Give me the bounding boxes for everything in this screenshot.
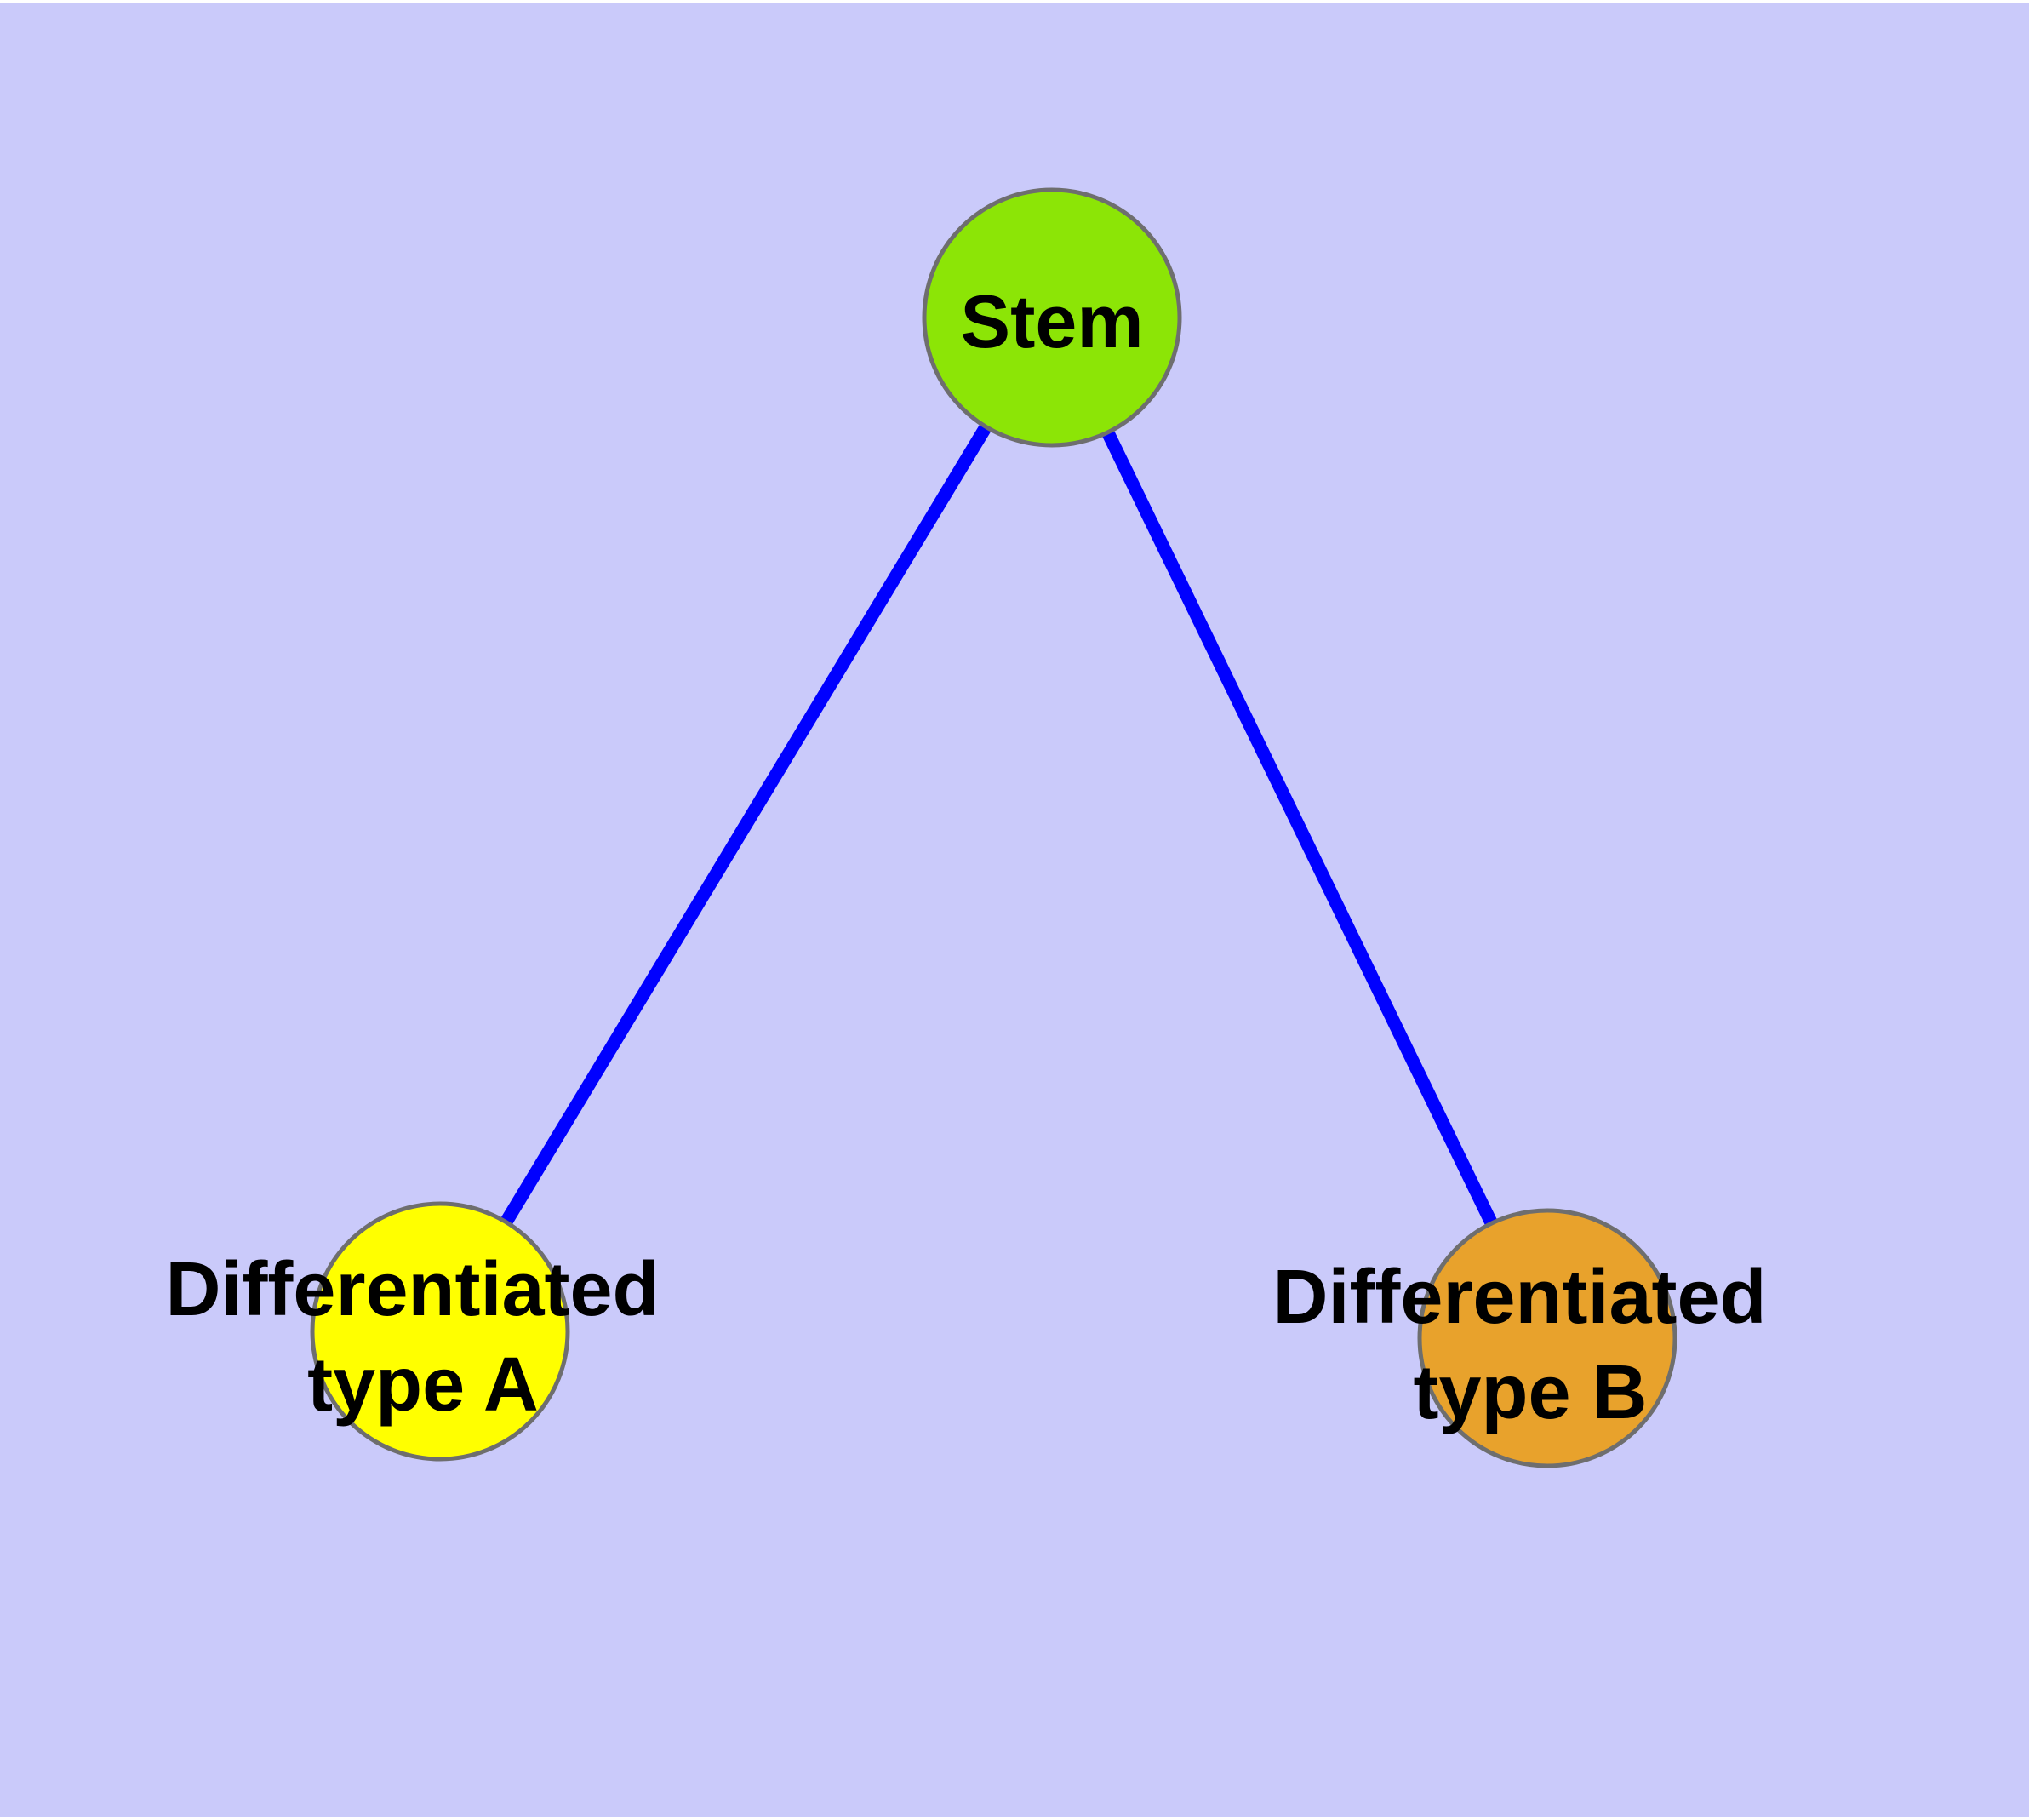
edge-stem-to-type-b <box>1046 314 1553 1342</box>
differentiated-type-a-label-line2: type A <box>307 1342 539 1428</box>
differentiated-type-b-node <box>1417 1208 1677 1468</box>
differentiated-type-b-label-line1: Differentiated <box>1272 1255 1766 1340</box>
differentiated-type-a-label-line1: Differentiated <box>165 1247 659 1332</box>
differentiated-type-a-node <box>310 1201 570 1462</box>
differentiated-type-a-label: Differentiated type A <box>165 1247 680 1428</box>
differentiated-type-b-label-line2: type B <box>1413 1350 1647 1435</box>
stem-node-label: Stem <box>960 279 1143 363</box>
edge-stem-to-type-a <box>434 313 1058 1336</box>
stem-node <box>922 187 1182 448</box>
differentiated-type-b-label: Differentiated type B <box>1272 1255 1787 1435</box>
